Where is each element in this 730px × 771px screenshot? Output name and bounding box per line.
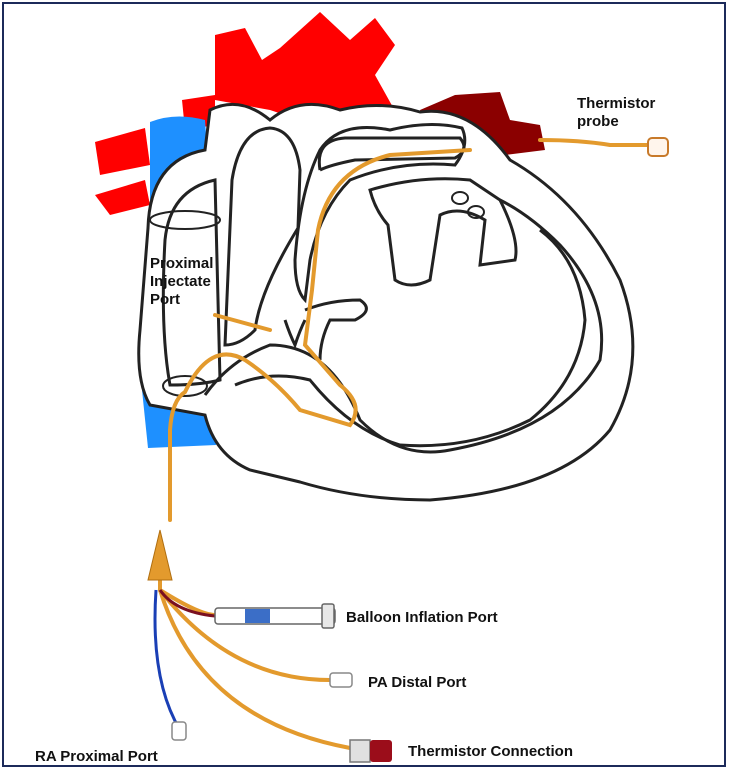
label-pa-distal-port: PA Distal Port [368,674,466,692]
label-proximal-injectate-port: Proximal Injectate Port [150,255,213,309]
label-thermistor-connection: Thermistor Connection [408,743,573,761]
syringe-icon [215,604,335,628]
pa-distal-connector [330,673,352,687]
ra-proximal-connector [172,722,186,740]
label-balloon-inflation-port: Balloon Inflation Port [346,609,498,627]
thermistor-connection-plug [350,740,392,762]
label-ra-proximal-port: RA Proximal Port [35,748,158,766]
label-thermistor-probe: Thermistor probe [577,95,655,131]
thermistor-probe-tip [648,138,668,156]
catheter-hub [148,530,172,580]
